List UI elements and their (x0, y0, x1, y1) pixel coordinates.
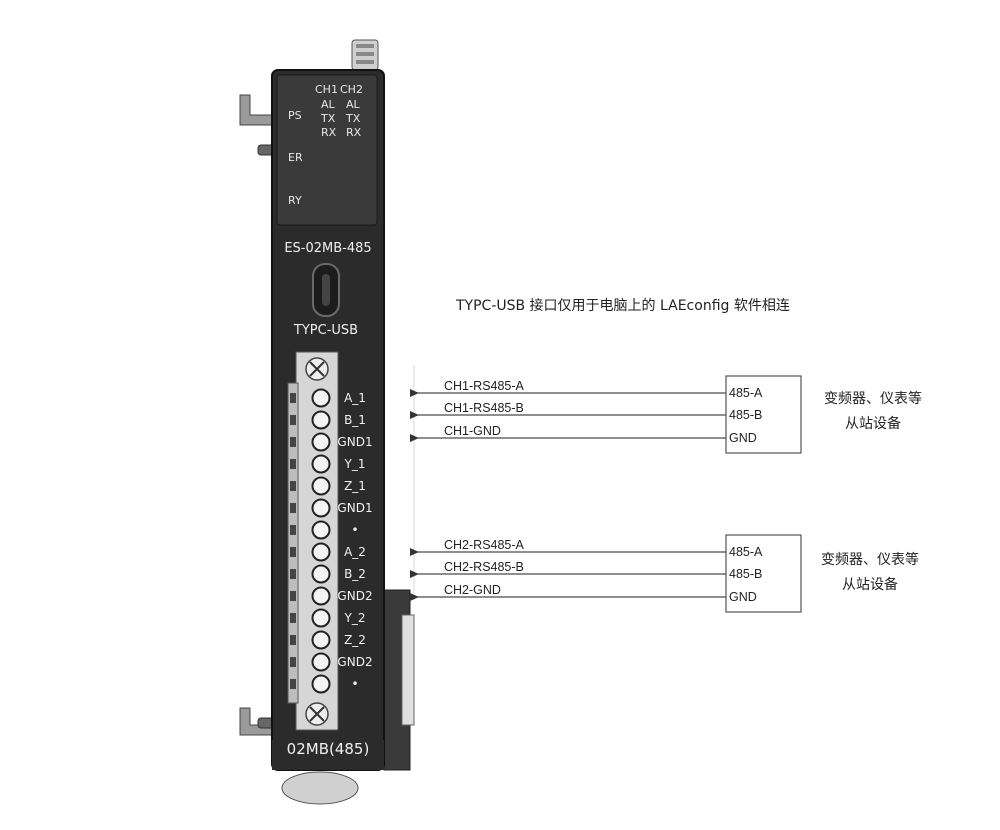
box-label: 485-B (729, 408, 762, 422)
led-ch1-al: AL (321, 98, 336, 111)
box-label: GND (729, 431, 757, 445)
arrow-icon (410, 434, 419, 442)
led-ch2-al: AL (346, 98, 361, 111)
terminal-slot (290, 459, 296, 469)
terminal-slot (290, 547, 296, 557)
ch2-wiring-group: CH2-RS485-A CH2-RS485-B CH2-GND 485-A 48… (410, 534, 919, 613)
terminal-screw-hole (311, 652, 331, 672)
terminal-screw-hole (311, 454, 331, 474)
pin-label: GND2 (337, 589, 372, 603)
device-label: 变频器、仪表等 (824, 390, 922, 407)
wire-label: CH1-RS485-B (444, 401, 524, 415)
module-bottom-label: 02MB(485) (287, 740, 370, 758)
pin-label: A_2 (344, 545, 366, 559)
device-label: 从站设备 (842, 576, 898, 593)
terminal-screw-hole (311, 674, 331, 694)
box-label: 485-B (729, 567, 762, 581)
pin-label: Z_2 (344, 633, 366, 647)
arrow-icon (410, 593, 419, 601)
arrow-icon (410, 389, 419, 397)
terminal-screw-hole (311, 608, 331, 628)
box-label: 485-A (729, 386, 763, 400)
pin-label: Y_2 (344, 611, 366, 625)
device-label: 变频器、仪表等 (821, 551, 919, 568)
pin-label: Y_1 (344, 457, 366, 471)
terminal-holes (290, 388, 331, 694)
slave-device-box (725, 375, 802, 454)
pin-label: • (351, 677, 358, 691)
pin-label: GND1 (337, 501, 372, 515)
pin-labels: A_1B_1GND1Y_1Z_1GND1•A_2B_2GND2Y_2Z_2GND… (337, 391, 372, 691)
ch1-wires (410, 389, 726, 442)
pin-label: A_1 (344, 391, 366, 405)
terminal-slot (290, 503, 296, 513)
wire-label: CH2-RS485-A (444, 538, 525, 552)
pin-label: GND1 (337, 435, 372, 449)
terminal-screw-hole (311, 586, 331, 606)
wire-label: CH2-RS485-B (444, 560, 524, 574)
wire-label: CH1-GND (444, 424, 501, 438)
pin-label: Z_1 (344, 479, 366, 493)
terminal-screw-hole (311, 476, 331, 496)
box-label: GND (729, 590, 757, 604)
arrow-icon (410, 570, 419, 578)
module-model-label: ES-02MB-485 (284, 241, 371, 256)
terminal-slot (290, 679, 296, 689)
din-clip-top (239, 94, 273, 126)
terminal-screw-hole (311, 432, 331, 452)
pin-label: GND2 (337, 655, 372, 669)
arrow-icon (410, 548, 419, 556)
pin-label: B_1 (344, 413, 366, 427)
box-label: 485-A (729, 545, 763, 559)
terminal-slot (290, 591, 296, 601)
ch1-wiring-group: CH1-RS485-A CH1-RS485-B CH1-GND 485-A 48… (410, 375, 922, 454)
terminal-slot (290, 393, 296, 403)
usb-note: TYPC-USB 接口仅用于电脑上的 LAEconfig 软件相连 (455, 297, 790, 314)
terminal-screw-hole (311, 388, 331, 408)
terminal-screw-hole (311, 498, 331, 518)
plc-module: PS ER RY CH1 AL TX RX CH2 AL TX RX ES-02… (239, 39, 415, 805)
led-panel (276, 74, 378, 226)
device-label: 从站设备 (845, 415, 901, 432)
terminal-slot (290, 525, 296, 535)
led-ch1-header: CH1 (315, 83, 338, 96)
ch2-wires (410, 548, 726, 601)
terminal-slot (290, 657, 296, 667)
terminal-screw-hole (311, 564, 331, 584)
led-ry-label: RY (288, 194, 302, 207)
arrow-icon (410, 411, 419, 419)
slave-device-box (725, 534, 802, 613)
terminal-slot (290, 635, 296, 645)
terminal-screw-hole (311, 520, 331, 540)
terminal-screw-hole (311, 630, 331, 650)
terminal-slot (290, 569, 296, 579)
terminal-slot (290, 613, 296, 623)
led-ch2-tx: TX (345, 112, 361, 125)
led-ps-label: PS (288, 109, 302, 122)
terminal-screw-hole (311, 410, 331, 430)
pin-label: B_2 (344, 567, 366, 581)
terminal-slot (290, 481, 296, 491)
terminal-slot (290, 415, 296, 425)
pin-label: • (351, 523, 358, 537)
terminal-screw-hole (311, 542, 331, 562)
bottom-roller (281, 771, 359, 805)
wire-label: CH2-GND (444, 583, 501, 597)
led-ch1-tx: TX (320, 112, 336, 125)
led-ch1-rx: RX (321, 126, 337, 139)
led-ch2-header: CH2 (340, 83, 363, 96)
wire-label: CH1-RS485-A (444, 379, 525, 393)
led-er-label: ER (288, 151, 303, 164)
terminal-slot (290, 437, 296, 447)
usb-label: TYPC-USB (293, 323, 358, 338)
terminal-block (295, 351, 339, 731)
led-ch2-rx: RX (346, 126, 362, 139)
